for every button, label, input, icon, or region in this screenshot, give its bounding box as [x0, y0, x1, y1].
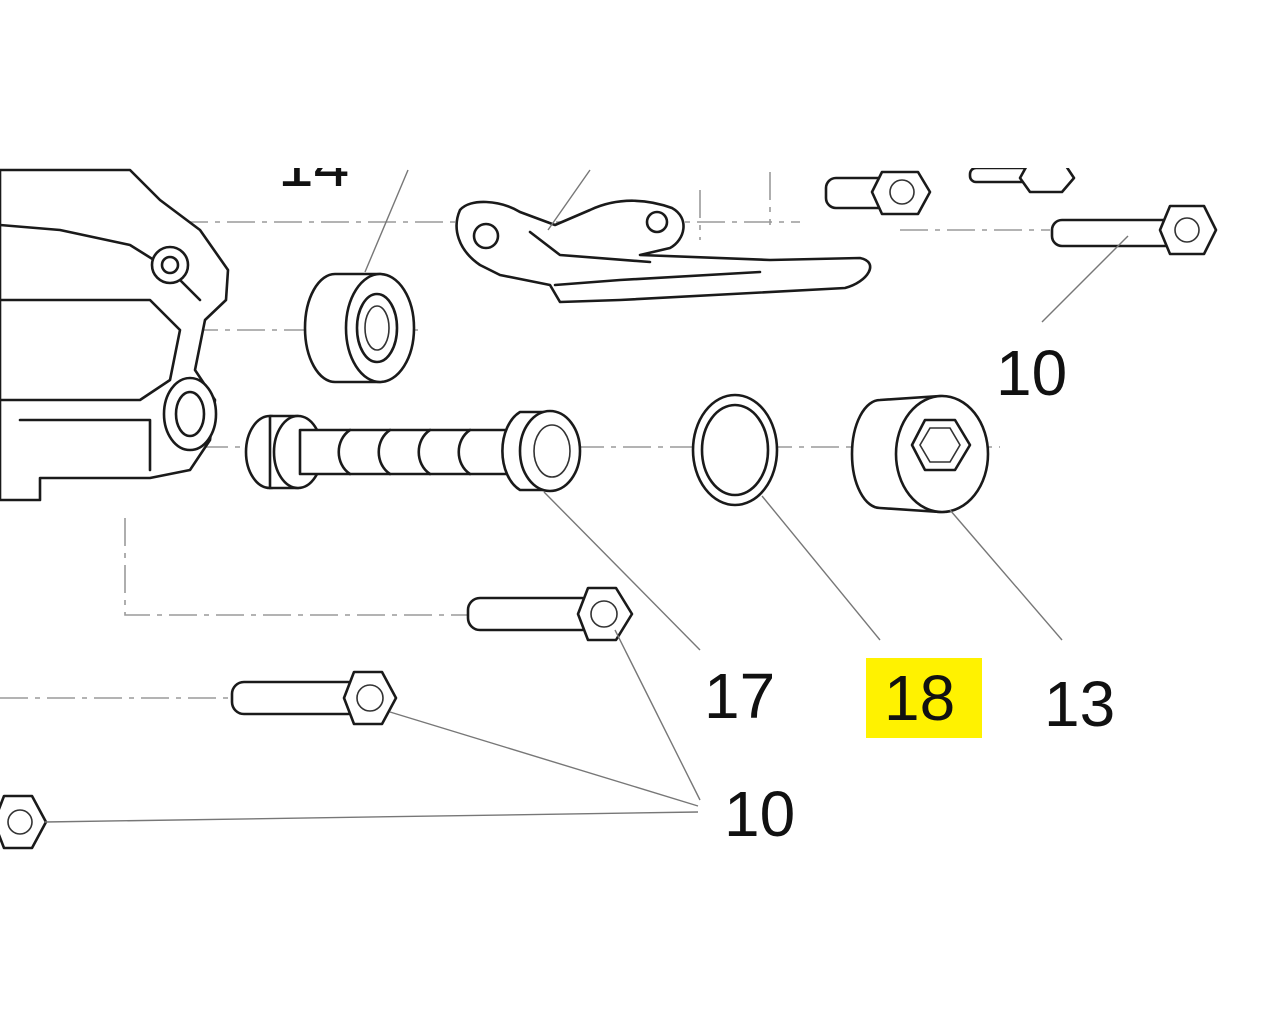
- callout-10-bottom: 10: [724, 778, 795, 850]
- spring-part: [244, 409, 582, 493]
- callout-10-top: 10: [996, 337, 1067, 409]
- plug-part: [850, 394, 990, 514]
- callout-14: 14: [278, 128, 349, 200]
- caliper-body-part: [0, 168, 230, 502]
- pad-spring-part: [455, 199, 872, 304]
- seal-part: [303, 272, 416, 384]
- bolt-top-1: [824, 170, 932, 216]
- callout-18: 18: [884, 662, 955, 734]
- bolt-top-3: [1050, 204, 1218, 256]
- o-ring-part: [691, 393, 779, 507]
- callout-18-highlight: [866, 658, 982, 738]
- bolt-top-2: [968, 168, 1076, 194]
- callout-13: 13: [1044, 668, 1115, 740]
- bolt-lower: [230, 670, 398, 726]
- leader-lines: [44, 169, 1129, 823]
- bolt-bottom-left: [0, 794, 48, 850]
- callout-17: 17: [704, 660, 775, 732]
- bolt-mid: [466, 586, 634, 642]
